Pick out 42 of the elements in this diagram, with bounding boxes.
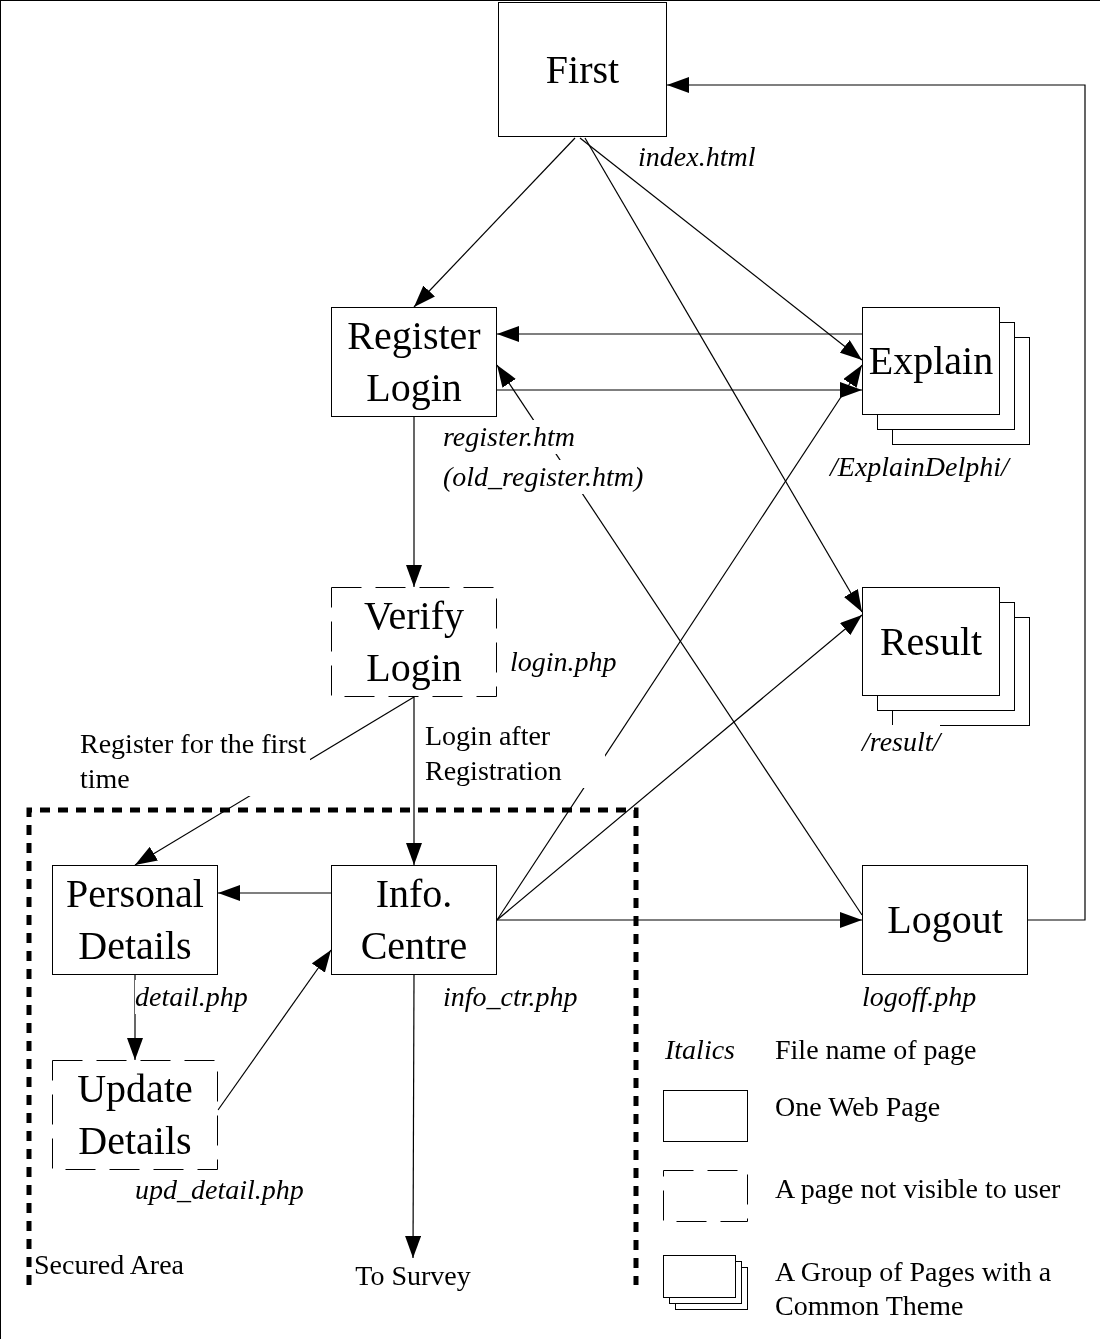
page-box: [862, 865, 1028, 975]
region-label: Secured Area: [34, 1250, 185, 1281]
hidden-page-box: [331, 587, 497, 697]
arrow: [496, 912, 863, 928]
arrow: [666, 77, 1086, 921]
node-label: First: [544, 45, 621, 94]
node-label: Register Login: [346, 312, 482, 412]
page-box: [331, 307, 497, 417]
node-label: To Survey: [354, 1258, 472, 1293]
node-label: Explain: [867, 337, 995, 385]
page-box: [52, 865, 218, 975]
arrow: [405, 974, 422, 1259]
legend-text: A page not visible to user: [775, 1172, 1062, 1206]
italics-key: Italics: [665, 1034, 735, 1066]
page-group-stack: [862, 307, 1030, 445]
page-group-stack: [862, 587, 1030, 726]
node-label: Personal Details: [65, 870, 205, 970]
node-label: Result: [878, 617, 984, 666]
arrow: [496, 614, 863, 921]
arrow: [584, 137, 863, 613]
node-label: Info. Centre: [359, 870, 469, 970]
file-name: detail.php: [135, 980, 248, 1014]
node-label: Verify Login: [363, 592, 465, 692]
arrow: [406, 416, 422, 588]
arrow: [406, 696, 422, 866]
arrow: [127, 974, 143, 1061]
arrow: [413, 137, 576, 308]
file-name: (old_register.htm): [443, 460, 644, 494]
file-name: register.htm: [443, 420, 575, 454]
key-note: File name of page: [775, 1034, 977, 1066]
hidden-page-box: [52, 1060, 218, 1170]
node-label: Logout: [886, 896, 1004, 944]
node-label: Update Details: [76, 1065, 194, 1165]
arrow: [217, 885, 332, 901]
page-box: [331, 865, 497, 975]
arrow: [496, 326, 863, 342]
arrow: [217, 949, 332, 1111]
legend-text: A Group of Pages with a Common Theme: [775, 1255, 1053, 1323]
page-box: [498, 2, 667, 137]
arrow: [496, 382, 863, 398]
arrow: [579, 137, 863, 361]
legend-text: One Web Page: [775, 1090, 942, 1124]
